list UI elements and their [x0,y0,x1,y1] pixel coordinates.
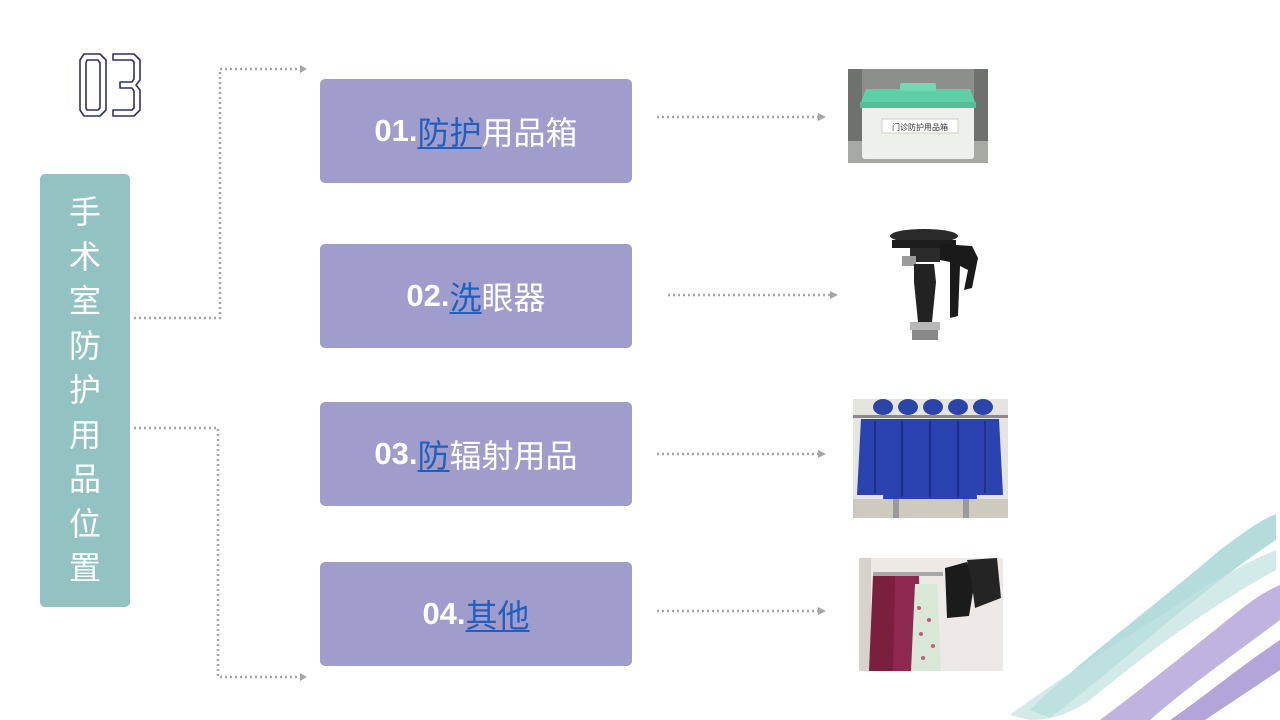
item-link[interactable]: 防护 [417,114,482,152]
item-text: 辐射用品 [449,437,578,475]
section-number-03: 03 [79,53,141,117]
sidebar-char: 位 [68,504,101,543]
sidebar-title-box: 手 术 室 防 护 用 品 位 置 [40,174,130,607]
sidebar-char: 防 [68,326,101,365]
sidebar-char: 品 [68,460,101,499]
arrowhead-bottom [300,673,307,681]
arrowhead-4 [818,607,826,615]
item-link[interactable]: 防 [417,437,450,475]
sidebar-char: 置 [68,549,101,588]
item-box-01: 01.防护用品箱 [320,79,632,183]
connector-top [134,67,300,320]
item-box-04: 04.其他 [320,562,632,666]
item-number: 01. [374,113,418,148]
item-number: 02. [406,278,450,313]
item-number: 03. [374,436,418,471]
item-link[interactable]: 洗 [449,279,482,317]
sidebar-char: 室 [68,282,101,321]
sidebar-char: 用 [68,415,101,454]
arrowhead-top [300,65,307,73]
arrowhead-1 [818,113,826,121]
radiation-protection-aprons-image [853,399,1008,518]
arrowhead-3 [818,450,826,458]
sidebar-char: 手 [68,193,101,232]
item-link[interactable]: 其他 [465,597,530,635]
sidebar-char: 护 [68,371,101,410]
item-text: 眼器 [481,279,546,317]
item-box-03: 03.防辐射用品 [320,402,632,506]
protective-supplies-box-image: 门诊防护用品箱 [848,69,988,163]
item-number: 04. [422,596,466,631]
arrowhead-2 [830,291,838,299]
item-text: 用品箱 [481,114,578,152]
connector-bottom [134,426,300,679]
sidebar-char: 术 [68,237,101,276]
decorative-brush-strokes [1010,514,1280,720]
hanging-gowns-image [859,558,1003,671]
item-box-02: 02.洗眼器 [320,244,632,348]
box-label-text: 门诊防护用品箱 [892,122,948,132]
eyewash-station-image [880,226,990,346]
